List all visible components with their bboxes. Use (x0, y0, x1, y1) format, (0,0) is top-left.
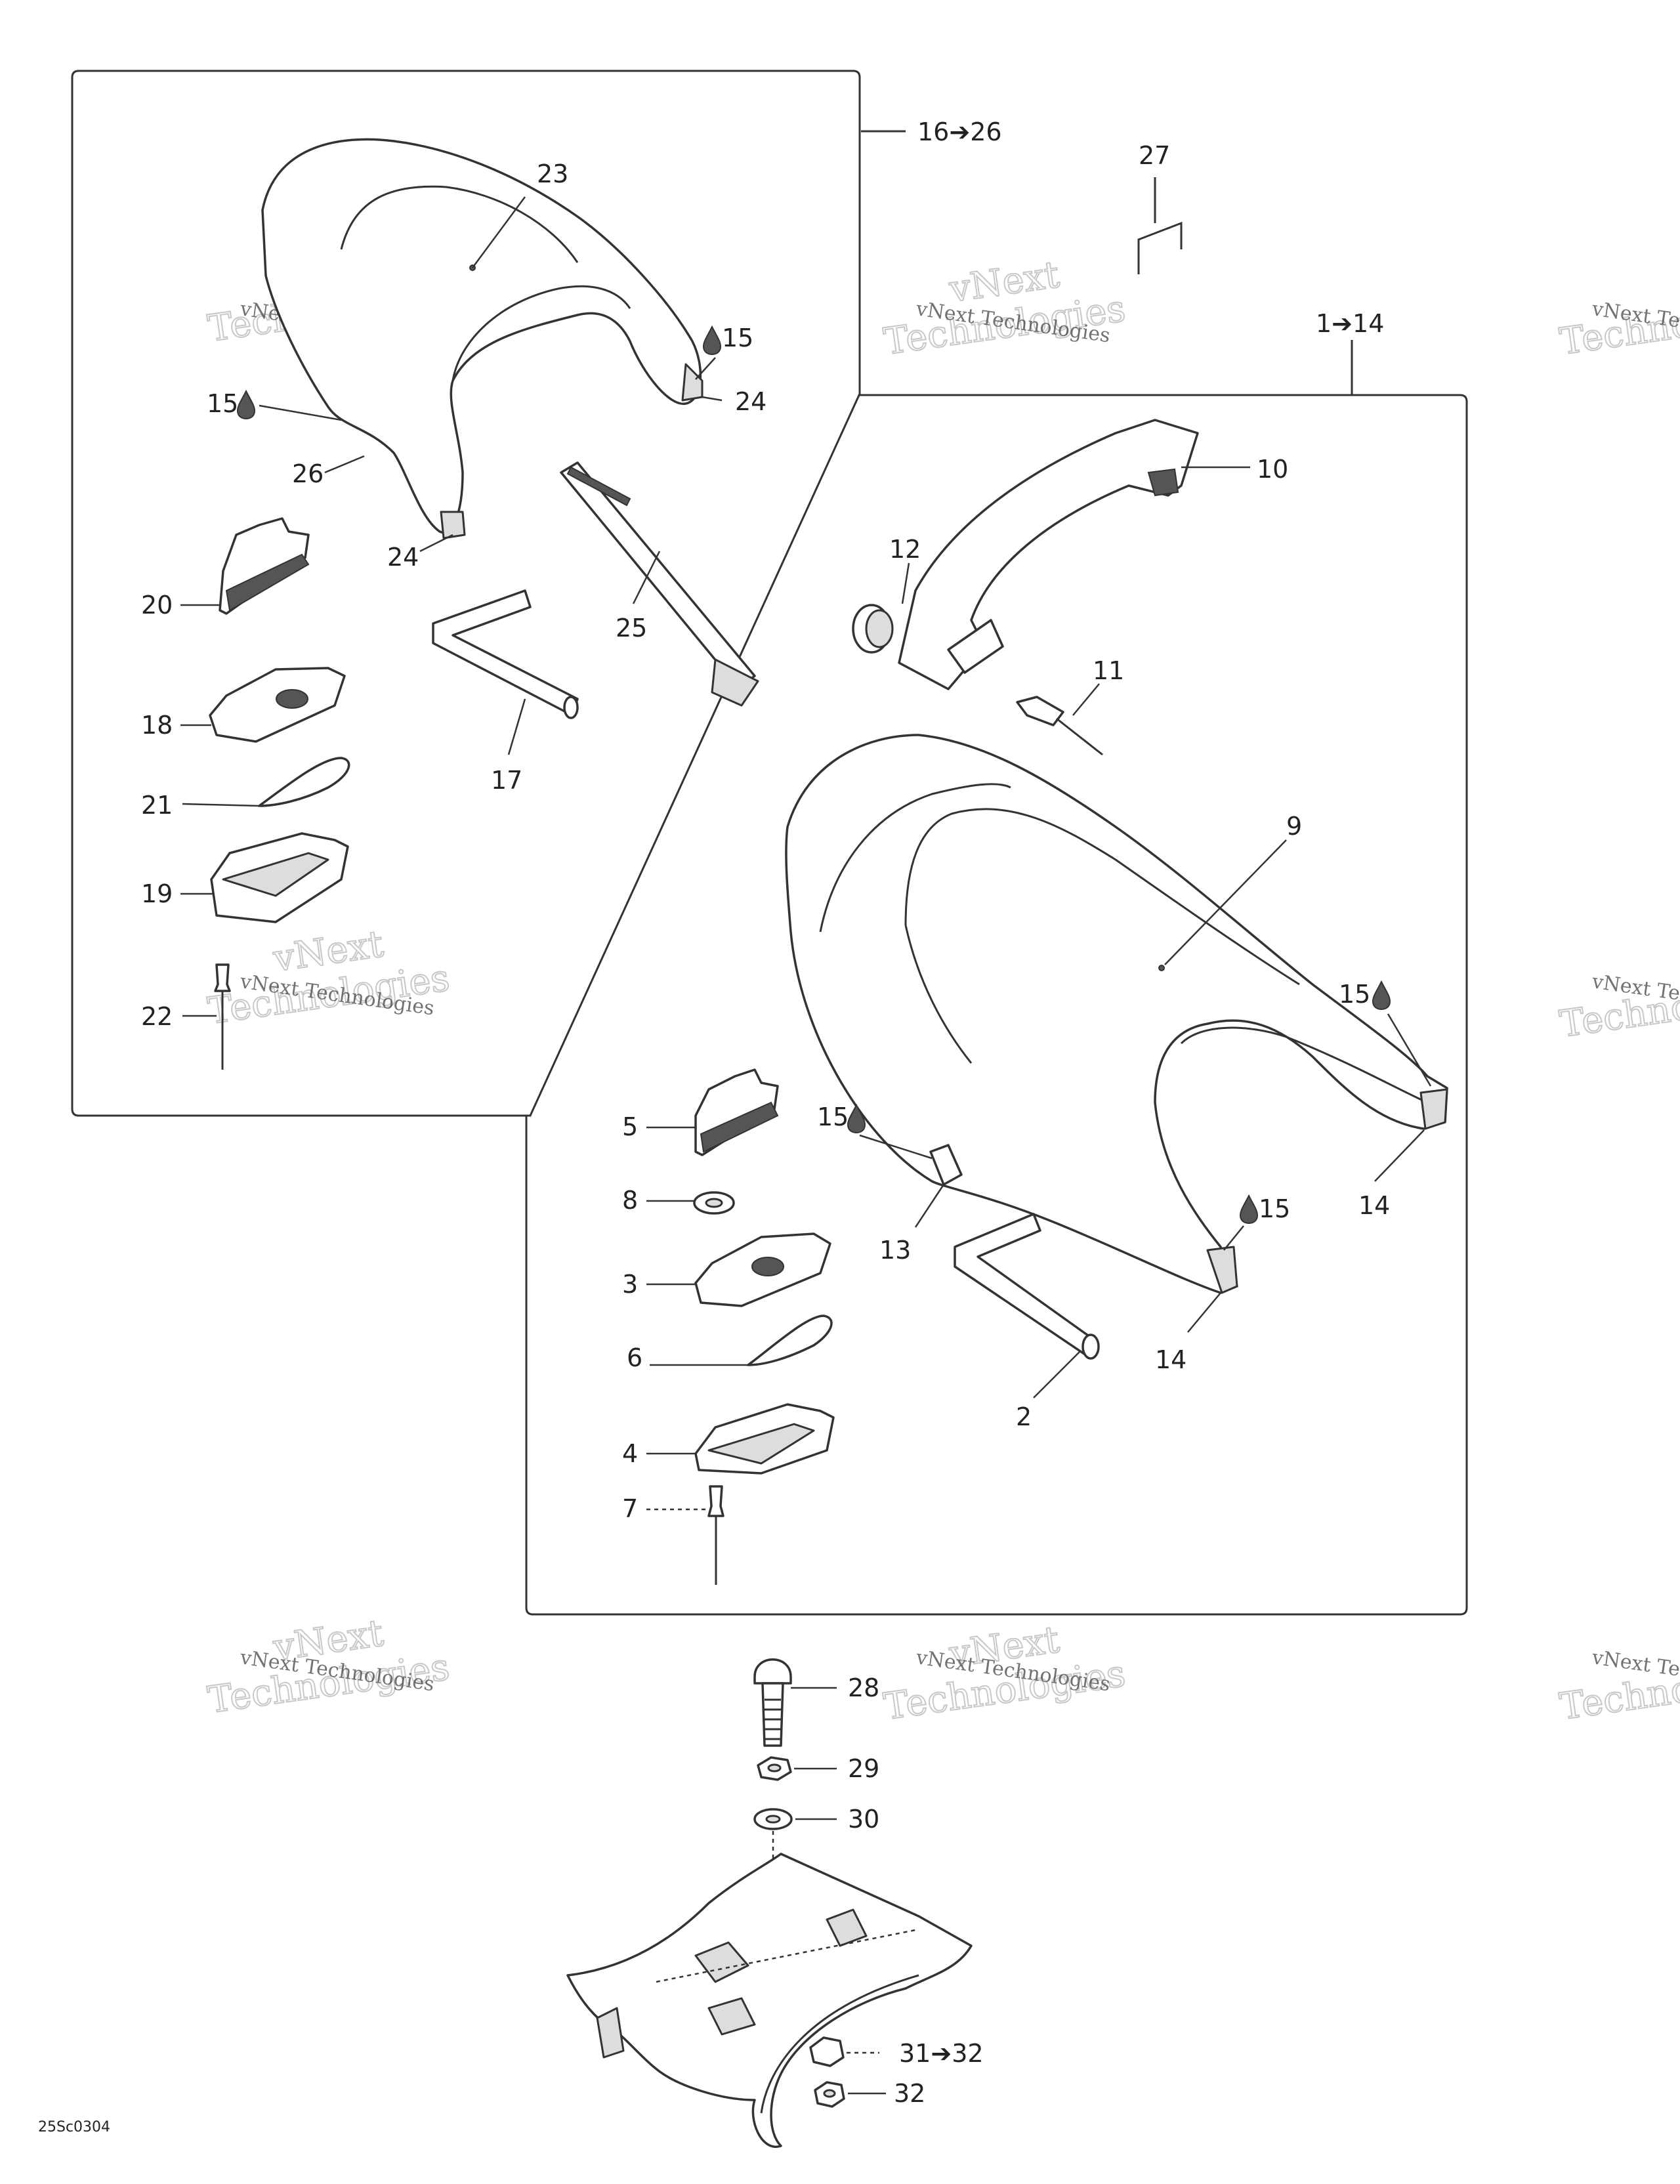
callout-27: 27 (1139, 141, 1170, 170)
leader-12 (901, 562, 910, 604)
callout-15-a: 15 (722, 324, 753, 352)
part-27-bracket (1137, 177, 1183, 274)
callout-24-b: 24 (387, 543, 419, 572)
part-32-nut (814, 2081, 845, 2108)
callout-17: 17 (491, 766, 522, 795)
watermark: Technologies vNext Technologies (1557, 969, 1680, 1047)
part-8-washer (693, 1191, 735, 1215)
callout-2: 2 (1016, 1402, 1032, 1431)
callout-24-a: 24 (735, 387, 766, 416)
part-22-rivet (214, 963, 231, 1070)
part-5-latch (694, 1068, 779, 1156)
callout-23: 23 (537, 159, 568, 188)
callout-9: 9 (1286, 812, 1302, 841)
callout-5: 5 (622, 1112, 638, 1141)
callout-18: 18 (141, 711, 173, 740)
callout-32: 32 (894, 2079, 925, 2108)
callout-26: 26 (292, 459, 324, 488)
callout-28: 28 (848, 1673, 879, 1702)
nut-group-label: 31➔32 (899, 2039, 984, 2068)
callout-11: 11 (1093, 656, 1124, 685)
leader-23 (471, 196, 526, 268)
part-11-bolt (1016, 696, 1103, 756)
callout-21: 21 (141, 791, 173, 820)
part-17-rod (432, 589, 579, 719)
part-9-main-seat (785, 734, 1448, 1294)
leader-24-a (702, 396, 723, 402)
callout-13: 13 (879, 1236, 911, 1265)
hull-deck (566, 1853, 973, 2149)
leader-15-d (859, 1134, 933, 1160)
watermark: Technologies vNext vNext Technologies (881, 1618, 1129, 1729)
leader-21 (182, 803, 260, 807)
callout-15-b: 15 (207, 389, 238, 418)
callout-22: 22 (141, 1002, 173, 1031)
callout-4: 4 (622, 1439, 638, 1468)
part-12-bushing (852, 604, 894, 654)
leader-14-b (1187, 1292, 1221, 1333)
callout-8: 8 (622, 1186, 638, 1215)
leader-2 (1033, 1351, 1080, 1398)
leader-15-a (695, 357, 716, 380)
leader-15-e (1223, 1225, 1244, 1251)
part-3-plate (694, 1232, 831, 1307)
callout-6: 6 (627, 1343, 642, 1372)
right-group-box (525, 394, 1468, 1616)
callout-15-e: 15 (1259, 1194, 1290, 1223)
leader-13 (914, 1184, 945, 1228)
part-20-latch (219, 517, 310, 615)
leader-24-b (419, 534, 453, 553)
leader-11 (1072, 683, 1100, 716)
part-21-clip (258, 757, 350, 807)
left-group-label: 16➔26 (917, 117, 1002, 146)
watermark: Technologies vNext Technologies (1557, 287, 1680, 364)
callout-14-a: 14 (1358, 1191, 1390, 1220)
callout-15-c: 15 (1339, 980, 1370, 1009)
drawing-code: 25Sc0304 (38, 2119, 110, 2135)
callout-25: 25 (616, 614, 647, 642)
callout-12: 12 (889, 535, 921, 564)
leader-15-b (259, 404, 342, 421)
leader-9 (1164, 839, 1287, 965)
leader-15-c (1387, 1013, 1432, 1087)
right-group-label: 1➔14 (1316, 309, 1384, 338)
callout-15-d: 15 (817, 1102, 849, 1131)
callout-30: 30 (848, 1805, 879, 1834)
part-2-rod (954, 1213, 1100, 1360)
oil-drop-icon (1239, 1194, 1259, 1225)
leader-14-a (1374, 1129, 1425, 1182)
part-19-base (210, 832, 349, 923)
watermark: Technologies vNext vNext Technologies (205, 1611, 453, 1723)
callout-10: 10 (1257, 455, 1288, 484)
callout-19: 19 (141, 879, 173, 908)
callout-7: 7 (622, 1494, 638, 1523)
callout-14-b: 14 (1155, 1345, 1186, 1374)
leader-25 (632, 551, 661, 604)
left-group-box (71, 70, 861, 1117)
part-31-nut (809, 2036, 845, 2067)
watermark: Technologies vNext vNext Technologies (881, 253, 1129, 364)
oil-drop-icon (236, 389, 256, 420)
callout-20: 20 (141, 591, 173, 620)
part-28-bolt (753, 1658, 792, 1747)
part-29-nut (757, 1756, 792, 1781)
part-6-clip (747, 1314, 833, 1366)
watermark: Technologies vNext vNext Technologies (205, 922, 453, 1034)
leader-26 (324, 455, 365, 474)
oil-drop-icon (1372, 980, 1391, 1011)
part-18-plate (209, 667, 346, 743)
oil-drop-icon (702, 325, 722, 356)
callout-3: 3 (622, 1270, 638, 1299)
part-4-base (694, 1403, 835, 1475)
part-30-washer (753, 1808, 793, 1830)
watermark: Technologies vNext Technologies (1557, 1646, 1680, 1729)
part-7-rivet (707, 1485, 724, 1585)
part-25-strap (560, 461, 759, 707)
part-10-grab-handle (898, 419, 1199, 690)
oil-drop-icon (847, 1103, 866, 1134)
callout-29: 29 (848, 1754, 879, 1783)
leader-17 (507, 698, 526, 755)
part-23-rear-seat (261, 138, 704, 539)
